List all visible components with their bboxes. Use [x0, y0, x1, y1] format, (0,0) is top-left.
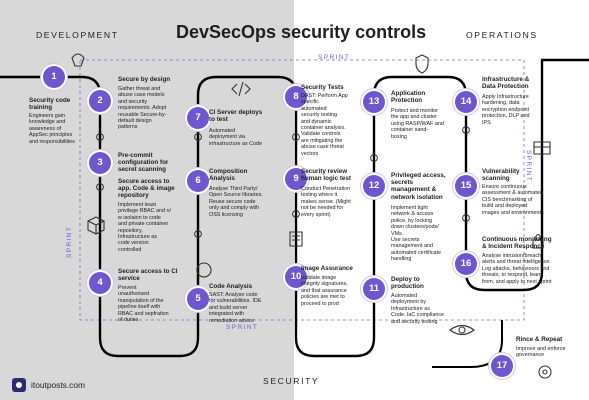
security-phase-label: SECURITY — [263, 376, 320, 386]
step-badge-14: 14 — [455, 91, 477, 113]
step-14-title-text: Infrastructure &Data Protection — [482, 76, 530, 91]
sprint-label-top: SPRINT — [318, 54, 351, 61]
gear-icon — [292, 210, 300, 218]
operations-phase-label: OPERATIONS — [466, 30, 538, 40]
step-badge-7: 7 — [187, 107, 209, 129]
step-badge-13: 13 — [363, 91, 385, 113]
browser-icon — [533, 141, 551, 155]
gear-icon — [96, 183, 104, 191]
package-icon — [87, 216, 105, 235]
step-10-title: Image Assurance — [301, 265, 353, 272]
step-badge-15: 15 — [455, 175, 477, 197]
sprint-label-bottom: SPRINT — [226, 324, 259, 331]
step-badge-11: 11 — [363, 278, 385, 300]
step-16-title: Continuous monitoring& Incident Responce — [482, 236, 552, 251]
gear-icon — [462, 126, 470, 134]
gear-icon — [96, 133, 104, 141]
step-badge-9: 9 — [285, 168, 307, 190]
development-phase-label: DEVELOPMENT — [36, 30, 119, 40]
step-badge-17: 17 — [491, 355, 513, 377]
shield-icon — [415, 54, 429, 74]
gear-icon — [194, 230, 202, 238]
lock-icon — [532, 233, 544, 249]
step-badge-2: 2 — [89, 90, 111, 112]
operations-background — [294, 0, 589, 400]
sprint-label-right: SPRINT — [525, 150, 532, 183]
page-title: DevSecOps security controls — [176, 22, 427, 42]
code-icon — [231, 81, 251, 97]
step-6-desc: Analyse Third Party/Open Source librarie… — [209, 186, 263, 218]
step-badge-1: 1 — [43, 66, 65, 88]
gear-icon — [370, 154, 378, 162]
gear-icon — [194, 133, 202, 141]
eye-pupil — [458, 326, 466, 334]
sprint-label-left: SPRINT — [66, 225, 73, 258]
eye-icon — [449, 324, 475, 336]
gear-icon — [292, 133, 300, 141]
step-17-title: Rince & Repeat — [516, 336, 563, 343]
step-8-title: Security Tests — [301, 84, 344, 91]
footer-site[interactable]: itoutposts.com — [31, 380, 85, 390]
step-2-title: Secure by design — [118, 76, 171, 83]
sprint-frame — [79, 59, 525, 321]
step-badge-6: 6 — [187, 170, 209, 192]
step-badge-8: 8 — [285, 86, 307, 108]
clipboard-icon — [289, 231, 303, 247]
search-code-icon — [196, 262, 212, 278]
pipeline-path — [0, 58, 589, 358]
step-badge-5: 5 — [187, 288, 209, 310]
step-badge-16: 16 — [455, 253, 477, 275]
step-badge-3: 3 — [89, 152, 111, 174]
step-badge-12: 12 — [363, 175, 385, 197]
step-5-title: Code Analysis — [209, 283, 253, 290]
gear-icon — [462, 214, 470, 222]
step-badge-10: 10 — [285, 266, 307, 288]
target-icon — [538, 365, 552, 379]
lightbulb-icon — [71, 53, 85, 67]
step-badge-4: 4 — [89, 272, 111, 294]
itoutposts-logo — [12, 378, 26, 392]
target-center — [542, 369, 548, 375]
